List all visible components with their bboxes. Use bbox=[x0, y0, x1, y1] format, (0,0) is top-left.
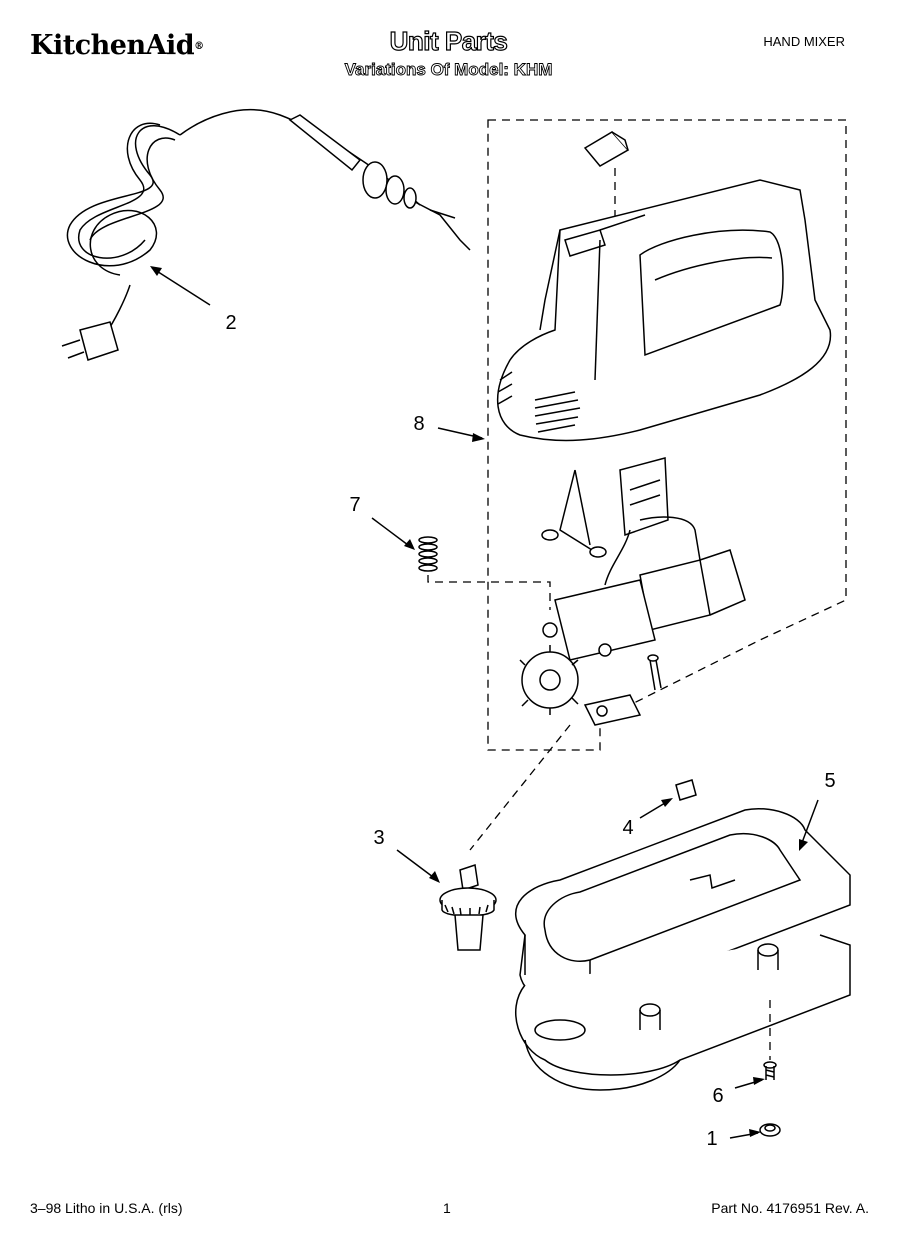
upper-housing-drawing bbox=[496, 179, 832, 442]
callout-4: 4 bbox=[622, 817, 634, 839]
motor-assembly-drawing bbox=[519, 457, 746, 726]
part-number: Part No. 4176951 Rev. A. bbox=[711, 1200, 869, 1216]
gear-drawing bbox=[439, 724, 571, 951]
callout-1: 1 bbox=[706, 1128, 718, 1150]
callout-2: 2 bbox=[225, 312, 237, 334]
brand-name: KitchenAid bbox=[30, 30, 195, 61]
page-title: Unit Parts bbox=[389, 25, 509, 56]
print-info: 3–98 Litho in U.S.A. (rls) bbox=[30, 1200, 183, 1216]
screw-drawing bbox=[763, 1061, 777, 1080]
foot-pad-drawing bbox=[759, 1123, 781, 1137]
assembly-boundary bbox=[487, 119, 847, 751]
registered-mark: ® bbox=[194, 41, 204, 52]
power-cord-drawing bbox=[61, 108, 471, 361]
switch-button-drawing bbox=[583, 131, 630, 230]
leader-arrows bbox=[150, 266, 819, 1139]
base-housing-drawing bbox=[514, 808, 851, 1091]
product-type-label: HAND MIXER bbox=[763, 34, 845, 49]
page-number: 1 bbox=[443, 1200, 451, 1216]
model-subtitle: Variations Of Model: KHM bbox=[344, 60, 553, 80]
kitchenaid-logo: KitchenAid® bbox=[30, 30, 204, 61]
callout-3: 3 bbox=[373, 827, 385, 849]
callout-8: 8 bbox=[413, 413, 425, 435]
callout-7: 7 bbox=[349, 494, 361, 516]
spring-drawing bbox=[418, 536, 551, 610]
callout-5: 5 bbox=[824, 770, 836, 792]
label-drawing bbox=[675, 779, 697, 801]
callout-6: 6 bbox=[712, 1085, 724, 1107]
